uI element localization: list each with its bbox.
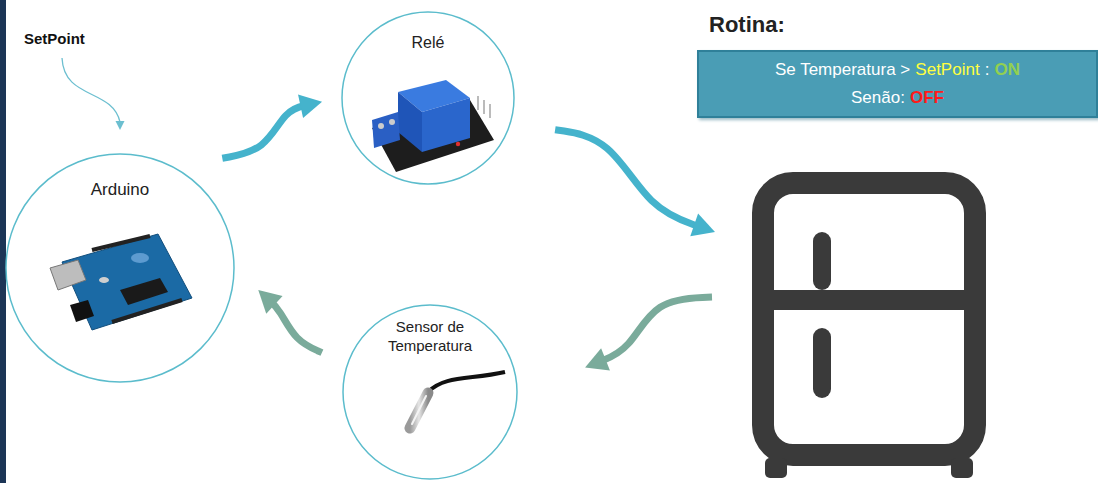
side-bar — [0, 0, 6, 483]
flow-arrow-line — [269, 299, 322, 352]
routine-text: Senão: — [851, 88, 905, 107]
flow-arrow-line — [598, 297, 712, 362]
relay-module — [372, 80, 494, 172]
fridge-foot — [765, 458, 787, 478]
routine-panel: Se Temperatura > SetPoint: ON Senão: OFF — [697, 50, 1098, 118]
fridge-divider — [763, 290, 975, 310]
routine-text: ON — [995, 60, 1021, 79]
arrowhead — [298, 95, 322, 118]
component-circle: Sensor de Temperatura — [342, 304, 518, 480]
temperature-probe — [410, 372, 505, 428]
routine-text: OFF — [910, 88, 944, 107]
routine-text: Se Temperatura > — [775, 60, 910, 79]
arrowhead — [258, 290, 282, 314]
routine-text: : — [985, 60, 990, 79]
fridge-handle — [813, 232, 831, 290]
fridge-handle — [813, 328, 831, 398]
routine-heading: Rotina: — [709, 10, 1098, 40]
arrowhead — [585, 348, 610, 370]
component-circle: Relé — [341, 11, 515, 185]
flow-arrow — [222, 95, 322, 159]
routine-text: SetPoint — [915, 60, 979, 79]
routine-line: Se Temperatura > SetPoint: ON — [709, 56, 1086, 84]
flow-arrow — [258, 290, 322, 353]
fridge-foot — [951, 458, 973, 478]
arduino-board — [50, 234, 192, 330]
circle-border — [342, 12, 514, 184]
flow-arrow-line — [222, 105, 308, 159]
arrowhead — [690, 214, 715, 237]
flow-arrow — [555, 130, 715, 237]
routine-box: Rotina: Se Temperatura > SetPoint: ON Senão:… — [697, 10, 1098, 118]
node-title: Sensor de Temperatura — [368, 318, 492, 356]
fridge-body — [763, 183, 975, 455]
component-circle: Arduino — [5, 153, 235, 383]
flow-arrow-line — [555, 130, 702, 228]
circle-border — [6, 154, 234, 382]
setpoint-leader — [62, 58, 125, 130]
node-title: Arduino — [45, 179, 195, 200]
fridge-icon — [745, 170, 995, 480]
circle-border — [343, 305, 517, 479]
fridge-drawing — [745, 170, 995, 480]
node-title: Relé — [368, 33, 488, 53]
input-label: SetPoint — [24, 30, 85, 47]
routine-line: Senão: OFF — [709, 84, 1086, 112]
flow-arrow — [585, 297, 712, 370]
